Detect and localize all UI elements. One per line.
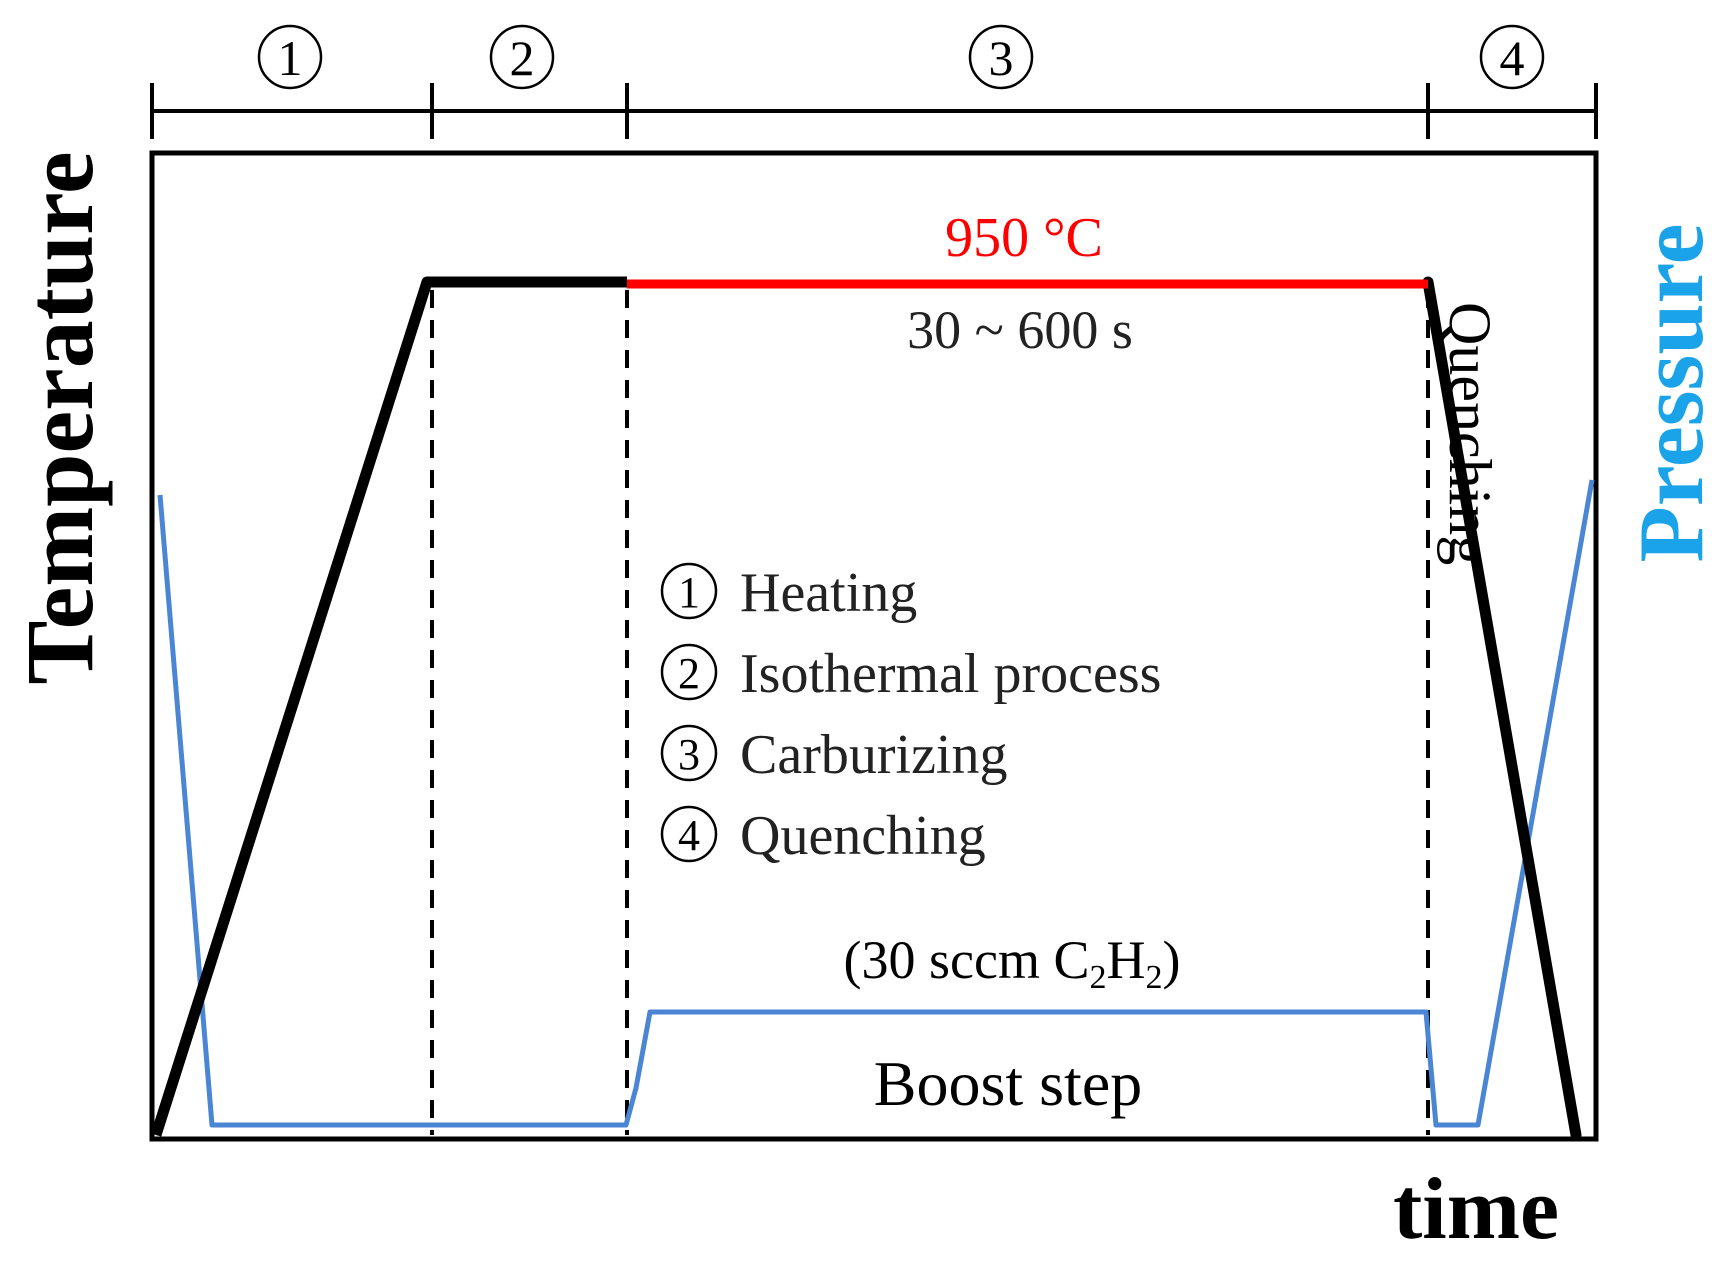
legend-number: 4 xyxy=(678,811,700,860)
step-number-text: 1 xyxy=(278,30,303,86)
step-number-3: 3 xyxy=(968,24,1034,90)
temperature-annotation: 950 °C xyxy=(945,207,1103,269)
gas-subscript: 2 xyxy=(1089,959,1106,996)
step-circle xyxy=(257,24,323,90)
legend-label: Heating xyxy=(740,562,917,624)
y-axis-label-temperature: Temperature xyxy=(6,151,113,684)
legend-circle xyxy=(660,724,718,782)
legend-item-carburizing: 3 Carburizing xyxy=(660,724,1007,786)
legend-circle xyxy=(660,643,718,701)
x-axis-label-time: time xyxy=(1393,1161,1559,1258)
gas-flow-annotation: (30 sccm C2H2) xyxy=(844,930,1181,996)
duration-annotation: 30 ~ 600 s xyxy=(907,300,1133,360)
gas-prefix: (30 sccm C xyxy=(844,930,1090,990)
step-timeline xyxy=(150,83,1598,139)
step-number-text: 2 xyxy=(510,30,535,86)
gas-mid: H xyxy=(1106,930,1145,990)
legend-circle xyxy=(660,805,718,863)
step-number-4: 4 xyxy=(1479,24,1545,90)
step-number-2: 2 xyxy=(489,24,555,90)
step-circle xyxy=(1479,24,1545,90)
legend-item-quenching: 4 Quenching xyxy=(660,805,986,867)
legend-label: Carburizing xyxy=(740,724,1007,786)
legend-number: 2 xyxy=(678,649,700,698)
quench-temperature-line xyxy=(1422,276,1582,1141)
legend-item-isothermal: 2 Isothermal process xyxy=(660,643,1161,705)
legend-item-heating: 1 Heating xyxy=(660,562,917,624)
y-axis-label-pressure: Pressure xyxy=(1620,224,1721,563)
legend-number: 3 xyxy=(678,730,700,779)
legend-label: Quenching xyxy=(740,805,986,867)
boost-step-label: Boost step xyxy=(874,1048,1142,1119)
pressure-line xyxy=(157,479,1595,1128)
gas-subscript: 2 xyxy=(1145,959,1162,996)
step-number-text: 3 xyxy=(989,30,1014,86)
quenching-side-label: Quenching xyxy=(1437,302,1503,565)
step-number-1: 1 xyxy=(257,24,323,90)
step-circle xyxy=(968,24,1034,90)
legend-label: Isothermal process xyxy=(740,643,1161,705)
legend: 1 Heating 2 Isothermal process 3 Carburi… xyxy=(660,562,1161,867)
legend-number: 1 xyxy=(678,568,700,617)
step-circle xyxy=(489,24,555,90)
step-number-text: 4 xyxy=(1500,30,1525,86)
legend-circle xyxy=(660,562,718,620)
plot-frame xyxy=(149,150,1599,1142)
phase-dividers xyxy=(430,290,1430,1135)
temperature-line xyxy=(150,276,627,1137)
gas-suffix: ) xyxy=(1162,930,1180,990)
